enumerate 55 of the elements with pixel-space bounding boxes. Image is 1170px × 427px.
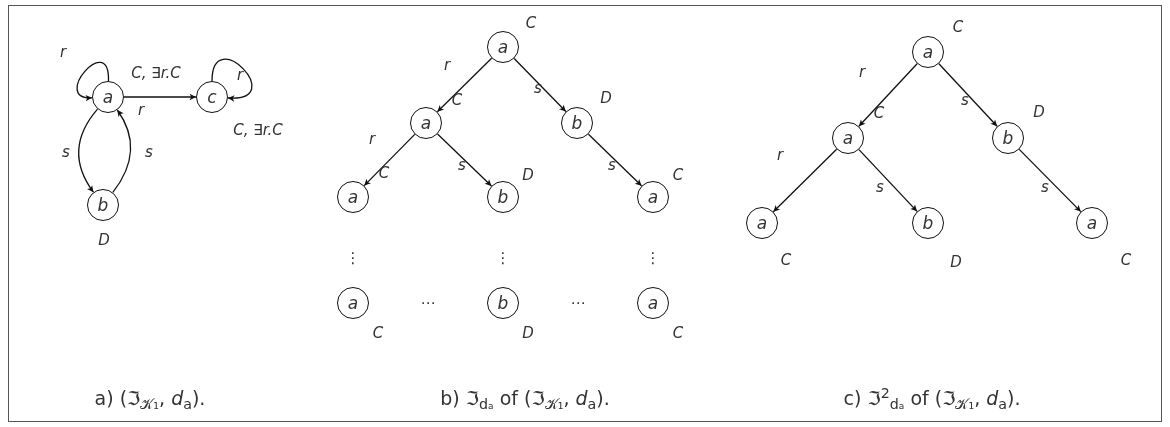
- concept-label: C: [672, 325, 684, 341]
- edge-label: r: [59, 44, 67, 60]
- arrow: [436, 57, 493, 113]
- arrow: [858, 63, 918, 127]
- ellipsis: ⋮: [495, 250, 511, 266]
- concept-label: C: [372, 325, 384, 341]
- arrow: [78, 108, 99, 193]
- arrow: [858, 149, 918, 212]
- concept-label: D: [600, 90, 612, 106]
- edge-label: s: [145, 144, 153, 160]
- concept-label: C: [451, 92, 463, 108]
- subfigure-caption: c) ℑ$^{2}$$_{dₐ}$ of (ℑ$_{𝒦₁}$, d$_{a}$).: [843, 388, 1021, 408]
- arrow: [938, 63, 998, 127]
- concept-label: C, ∃r.C: [131, 65, 181, 81]
- edge-label: s: [961, 92, 969, 108]
- arrow: [1018, 148, 1082, 213]
- concept-label: C: [873, 105, 885, 121]
- concept-label: C: [525, 15, 537, 31]
- edge-label: s: [608, 157, 616, 173]
- arrow: [112, 109, 132, 194]
- subfigure-caption: b) ℑ$_{dₐ}$ of (ℑ$_{𝒦₁}$, d$_{a}$).: [440, 388, 610, 408]
- edge-label: s: [1041, 179, 1049, 195]
- arrow: [436, 133, 493, 187]
- ellipsis: ⋮: [645, 250, 661, 266]
- edge-label: r: [443, 57, 451, 73]
- ellipsis: ⋯: [570, 295, 586, 311]
- arrow: [363, 133, 416, 187]
- concept-label: D: [98, 232, 110, 248]
- concept-label: C: [952, 19, 964, 35]
- concept-label: D: [1033, 104, 1045, 120]
- concept-label: C, ∃r.C: [233, 122, 283, 138]
- concept-label: D: [950, 254, 962, 270]
- edge-label: s: [62, 144, 70, 160]
- concept-label: C: [780, 252, 792, 268]
- edge-label: r: [368, 131, 376, 147]
- edge-label: s: [534, 80, 542, 96]
- arrow: [123, 93, 197, 101]
- arrow: [513, 57, 567, 113]
- concept-label: C: [1120, 252, 1132, 268]
- arrow: [211, 58, 253, 101]
- ellipsis: ⋮: [345, 250, 361, 266]
- edge-label: r: [236, 67, 244, 83]
- concept-label: C: [672, 167, 684, 183]
- edge-label: r: [858, 64, 866, 80]
- arrow: [587, 133, 643, 187]
- edge-label: r: [776, 147, 784, 163]
- edge-label: r: [137, 102, 145, 118]
- concept-label: D: [522, 167, 534, 183]
- arrow: [772, 148, 838, 213]
- ellipsis: ⋯: [420, 295, 436, 311]
- arrow: [76, 61, 110, 101]
- edge-label: s: [458, 157, 466, 173]
- concept-label: D: [522, 325, 534, 341]
- edge-label: s: [876, 179, 884, 195]
- subfigure-caption: a) (ℑ$_{𝒦₁}$, d$_{a}$).: [94, 388, 206, 408]
